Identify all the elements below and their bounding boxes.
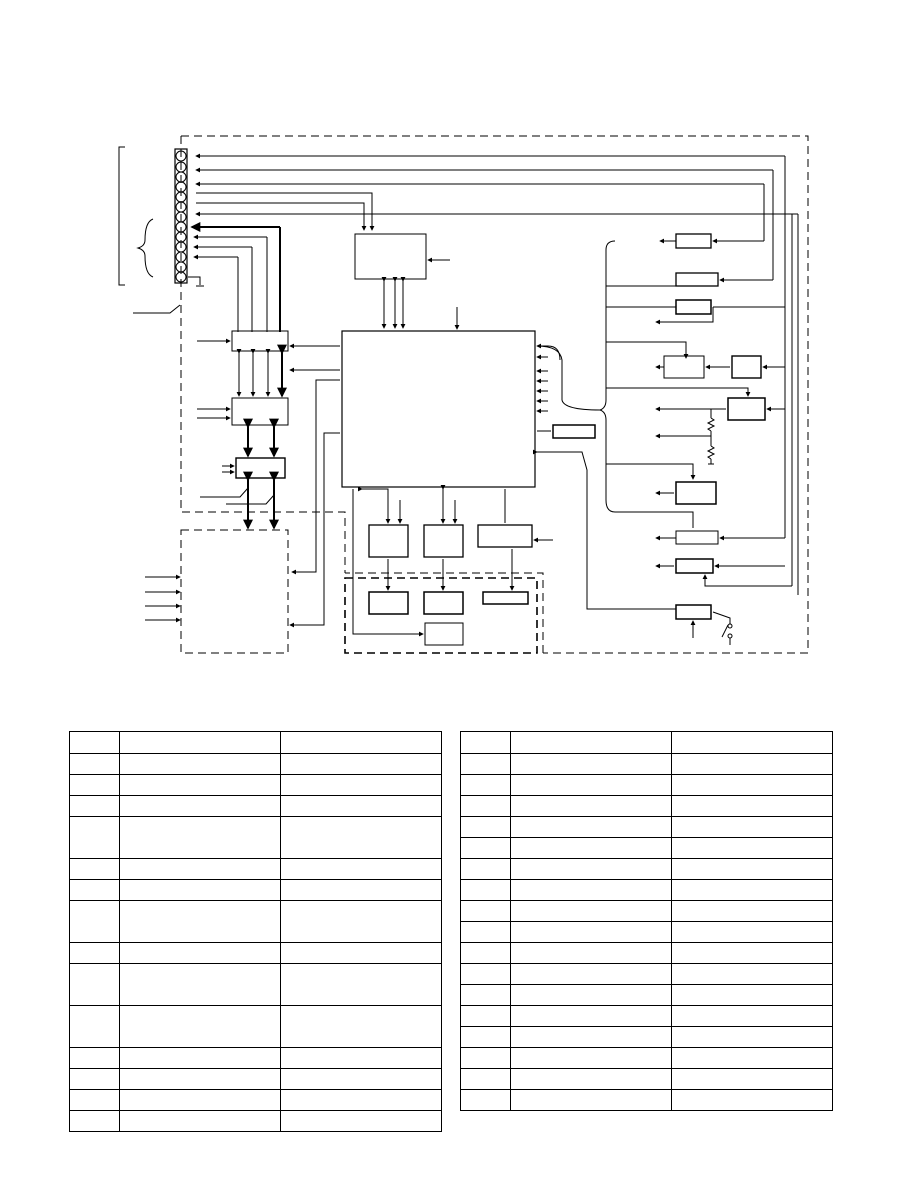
table-row [460, 837, 833, 859]
table-row [460, 816, 833, 838]
region-boundaries [180, 135, 809, 654]
connector-brackets [118, 146, 181, 314]
table-row [69, 900, 442, 943]
table-row [69, 1005, 442, 1048]
table-row [69, 1110, 442, 1132]
table-row [460, 1068, 833, 1090]
pin-table-right [460, 731, 833, 1111]
table-row [460, 879, 833, 901]
table-row [69, 731, 442, 754]
table-row [460, 731, 833, 754]
block-diagram [118, 135, 809, 654]
table-row [460, 795, 833, 817]
main-processor-block [341, 307, 536, 488]
table-row [460, 984, 833, 1006]
pin-table-left [69, 731, 442, 1132]
table-row [69, 1068, 442, 1090]
table-row [69, 816, 442, 859]
right-bus [536, 240, 751, 610]
table-row [69, 753, 442, 775]
table-row [460, 753, 833, 775]
right-component-blocks [655, 214, 793, 645]
region-bottom-left [180, 529, 289, 654]
table-row [69, 879, 442, 901]
table-row [69, 858, 442, 880]
table-row [460, 858, 833, 880]
table-row [69, 963, 442, 1006]
connector-block [174, 148, 188, 284]
top-center-block [354, 233, 450, 329]
table-row [69, 795, 442, 817]
table-row [69, 774, 442, 796]
bottom-center-blocks [352, 484, 553, 646]
connector-wires [188, 153, 799, 595]
table-row [69, 942, 442, 964]
table-row [460, 774, 833, 796]
table-row [460, 921, 833, 943]
table-row [460, 1047, 833, 1069]
table-row [69, 1047, 442, 1069]
table-row [460, 1026, 833, 1048]
table-row [460, 942, 833, 964]
table-row [460, 963, 833, 985]
table-row [460, 900, 833, 922]
table-row [460, 1089, 833, 1111]
region-bottom-center [344, 577, 538, 654]
left-logic-blocks [145, 330, 340, 628]
table-row [69, 1089, 442, 1111]
table-row [460, 1005, 833, 1027]
